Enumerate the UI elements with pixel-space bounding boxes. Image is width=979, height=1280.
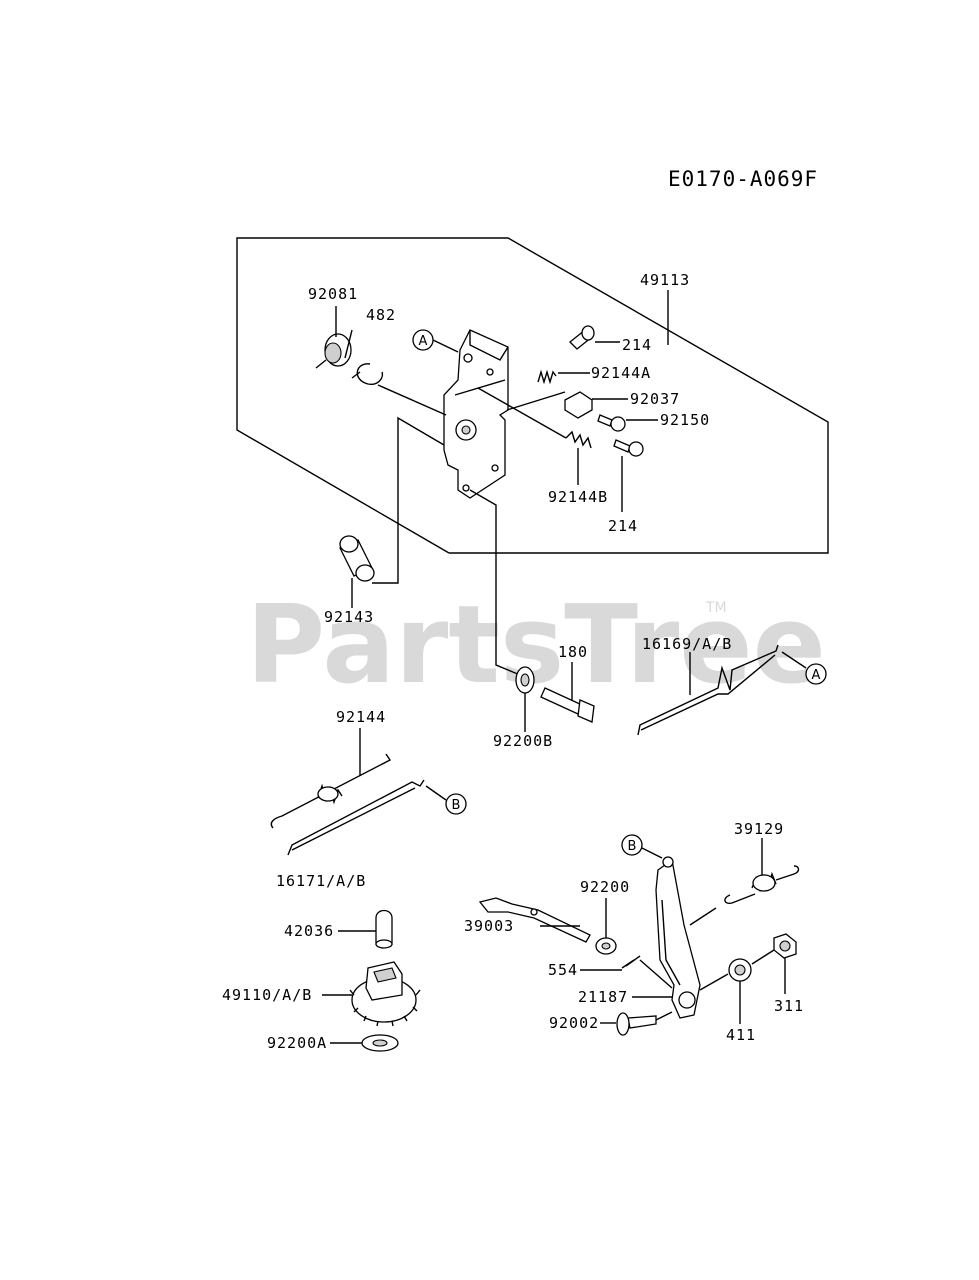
label-39003[interactable]: 39003: [464, 917, 514, 935]
leader-482: [344, 329, 353, 359]
leader-92143-route: [372, 416, 445, 584]
label-16169[interactable]: 16169/A/B: [642, 635, 732, 653]
part-39003-shape[interactable]: [478, 897, 591, 943]
part-214-bottom-shape[interactable]: [613, 439, 644, 457]
part-214-top-shape[interactable]: [569, 325, 595, 350]
label-49110[interactable]: 49110/A/B: [222, 986, 312, 1004]
diagram-code: E0170-A069F: [668, 167, 818, 191]
label-49113[interactable]: 49113: [640, 271, 690, 289]
callout-b-left-letter: B: [452, 798, 461, 813]
leader-92037-plate: [506, 391, 566, 411]
part-21187-shape[interactable]: [655, 856, 701, 1019]
part-92144a-shape[interactable]: [537, 369, 557, 385]
callout-a-top-letter: A: [419, 334, 428, 349]
label-214-top[interactable]: 214: [622, 336, 652, 354]
part-39129-shape[interactable]: [724, 865, 800, 905]
callout-b-right-letter: B: [628, 839, 637, 854]
leader-92144b-plate: [477, 387, 567, 439]
label-92144a[interactable]: 92144A: [591, 364, 651, 382]
part-92200b-shape[interactable]: [515, 666, 535, 694]
leader-plate-92200b: [469, 489, 521, 676]
label-411[interactable]: 411: [726, 1026, 756, 1044]
part-92150-shape[interactable]: [597, 414, 626, 432]
leader-callout-b-left: [425, 785, 447, 801]
label-180[interactable]: 180: [558, 643, 588, 661]
part-92200a-shape[interactable]: [361, 1034, 399, 1052]
leader-411-lever: [699, 973, 729, 991]
part-180-shape[interactable]: [540, 687, 595, 723]
part-92200-shape[interactable]: [595, 937, 617, 955]
label-92144b[interactable]: 92144B: [548, 488, 608, 506]
part-16171-shape[interactable]: [287, 779, 425, 856]
assembly-boundary: [236, 237, 829, 554]
label-92200a[interactable]: 92200A: [267, 1034, 327, 1052]
callout-b-left[interactable]: [445, 793, 467, 815]
part-411-shape[interactable]: [728, 958, 752, 982]
part-554-shape[interactable]: [621, 955, 641, 969]
callout-a-right[interactable]: [805, 663, 827, 685]
label-39129[interactable]: 39129: [734, 820, 784, 838]
leader-92002-lever: [655, 1011, 673, 1021]
label-311[interactable]: 311: [774, 997, 804, 1015]
label-554[interactable]: 554: [548, 961, 578, 979]
leader-39129-lever: [689, 907, 717, 926]
label-92200[interactable]: 92200: [580, 878, 630, 896]
label-92200b[interactable]: 92200B: [493, 732, 553, 750]
label-482[interactable]: 482: [366, 306, 396, 324]
callout-a-right-letter: A: [812, 668, 821, 683]
part-92144b-shape[interactable]: [565, 430, 592, 449]
watermark: PartsTree: [246, 583, 826, 708]
label-92002[interactable]: 92002: [549, 1014, 599, 1032]
control-plate-part[interactable]: [443, 329, 509, 499]
leader-callout-a-top: [432, 339, 459, 353]
part-92037-shape[interactable]: [564, 391, 593, 419]
label-42036[interactable]: 42036: [284, 922, 334, 940]
label-92037[interactable]: 92037: [630, 390, 680, 408]
label-92144[interactable]: 92144: [336, 708, 386, 726]
leader-311-washer: [751, 949, 775, 965]
part-49110-shape[interactable]: [349, 961, 421, 1027]
callout-b-right[interactable]: [621, 834, 643, 856]
leader-callout-a-right: [781, 651, 807, 669]
part-92081-shape[interactable]: [315, 333, 352, 369]
part-16169-shape[interactable]: [637, 644, 779, 736]
label-214-bottom[interactable]: 214: [608, 517, 638, 535]
leader-callout-b-right: [641, 847, 663, 859]
label-92143[interactable]: 92143: [324, 608, 374, 626]
part-92002-shape[interactable]: [616, 1012, 657, 1036]
part-311-shape[interactable]: [773, 933, 797, 959]
label-92081[interactable]: 92081: [308, 285, 358, 303]
part-92143-shape[interactable]: [339, 535, 375, 582]
leader-554-lever: [639, 959, 673, 989]
part-42036-shape[interactable]: [375, 909, 393, 949]
label-92150[interactable]: 92150: [660, 411, 710, 429]
leader-482-line: [377, 384, 447, 416]
label-16171[interactable]: 16171/A/B: [276, 872, 366, 890]
part-92144-shape[interactable]: [270, 753, 392, 829]
label-21187[interactable]: 21187: [578, 988, 628, 1006]
part-482-shape[interactable]: [351, 363, 384, 386]
watermark-trademark: TM: [705, 600, 727, 616]
